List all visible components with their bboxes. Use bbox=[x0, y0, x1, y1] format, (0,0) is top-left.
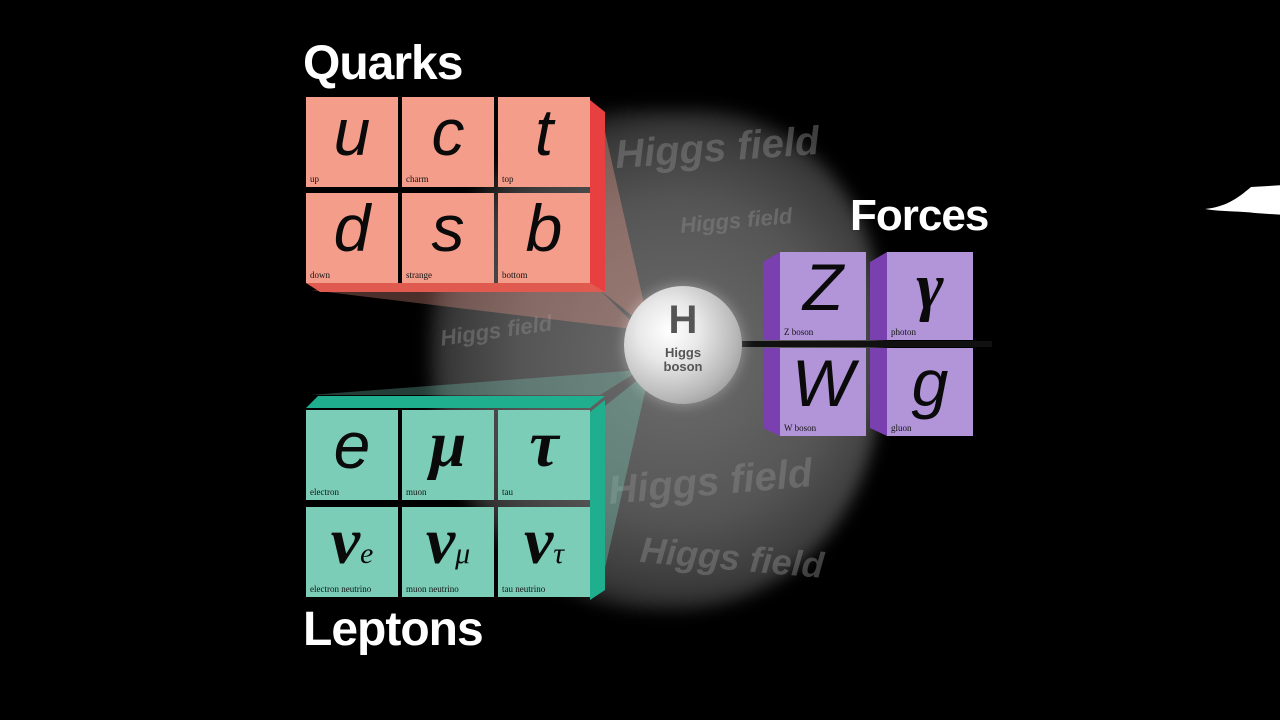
particle-symbol: μ bbox=[429, 408, 467, 481]
quark-bottom-face bbox=[306, 283, 605, 292]
particle-symbol: ν bbox=[425, 505, 456, 578]
particle-symbol: ν bbox=[523, 505, 554, 578]
particle-up: u up bbox=[306, 97, 398, 187]
higgs-label-line1: Higgs bbox=[664, 345, 702, 360]
particle-symbol: γ bbox=[916, 250, 944, 323]
particle-top: t top bbox=[498, 97, 590, 187]
higgs-label-line2: boson bbox=[663, 359, 703, 374]
white-streak-shape bbox=[1205, 185, 1280, 215]
particle-name: photon bbox=[891, 327, 917, 337]
particle-subscript: e bbox=[359, 537, 374, 570]
particle-tau-neutrino: ντ tau neutrino bbox=[498, 507, 590, 597]
force-side-face bbox=[870, 348, 887, 436]
particle-name: gluon bbox=[891, 423, 912, 433]
lepton-beam bbox=[600, 370, 650, 590]
particle-symbol: ν bbox=[330, 505, 360, 578]
particle-electron-neutrino: νe electron neutrino bbox=[306, 507, 398, 597]
quark-beam bbox=[600, 110, 650, 330]
lepton-top-face bbox=[306, 396, 605, 408]
quarks-title: Quarks bbox=[303, 37, 463, 90]
leptons-title: Leptons bbox=[303, 603, 484, 656]
particle-symbol: Z bbox=[802, 250, 844, 324]
particle-name: charm bbox=[406, 174, 429, 184]
particle-symbol: W bbox=[791, 346, 855, 420]
particle-gluon: g gluon bbox=[887, 348, 973, 436]
particle-bottom: b bottom bbox=[498, 193, 590, 283]
particle-subscript: μ bbox=[455, 537, 471, 570]
particle-strange: s strange bbox=[402, 193, 494, 283]
particle-name: electron neutrino bbox=[310, 584, 372, 594]
particle-name: strange bbox=[406, 270, 432, 280]
quark-beam-bottom bbox=[310, 290, 640, 330]
particle-tau: τ tau bbox=[498, 410, 590, 500]
particle-name: muon bbox=[406, 487, 427, 497]
forces-title: Forces bbox=[850, 191, 989, 240]
particle-name: tau neutrino bbox=[502, 584, 546, 594]
particle-symbol: u bbox=[333, 95, 371, 169]
particle-name: top bbox=[502, 174, 514, 184]
particle-symbol: c bbox=[431, 95, 465, 169]
particle-muon-neutrino: νμ muon neutrino bbox=[402, 507, 494, 597]
particle-symbol: b bbox=[525, 191, 563, 265]
lepton-beam-top bbox=[310, 370, 640, 395]
particle-symbol: τ bbox=[529, 408, 559, 481]
particle-z-boson: Z Z boson bbox=[780, 252, 866, 340]
particle-photon: γ photon bbox=[887, 252, 973, 340]
particle-name: tau bbox=[502, 487, 513, 497]
particle-name: up bbox=[310, 174, 319, 184]
forces-divider bbox=[742, 341, 992, 347]
particle-symbol: g bbox=[911, 346, 949, 420]
lepton-side-face bbox=[590, 400, 605, 600]
force-side-face bbox=[763, 252, 780, 340]
particle-symbol: e bbox=[333, 408, 371, 482]
particle-name: bottom bbox=[502, 270, 528, 280]
particle-name: muon neutrino bbox=[406, 584, 459, 594]
particle-name: Z boson bbox=[784, 327, 814, 337]
particle-symbol: d bbox=[333, 191, 371, 265]
quark-side-face bbox=[590, 100, 605, 292]
particle-name: W boson bbox=[784, 423, 817, 433]
particle-name: electron bbox=[310, 487, 339, 497]
higgs-symbol: H bbox=[668, 298, 698, 342]
particle-name: down bbox=[310, 270, 330, 280]
force-side-face bbox=[870, 252, 887, 340]
particle-symbol: t bbox=[534, 95, 554, 169]
force-side-face bbox=[763, 348, 780, 436]
particle-symbol: s bbox=[431, 191, 465, 265]
particle-w-boson: W W boson bbox=[780, 348, 866, 436]
particle-electron: e electron bbox=[306, 410, 398, 500]
particle-subscript: τ bbox=[553, 537, 565, 570]
